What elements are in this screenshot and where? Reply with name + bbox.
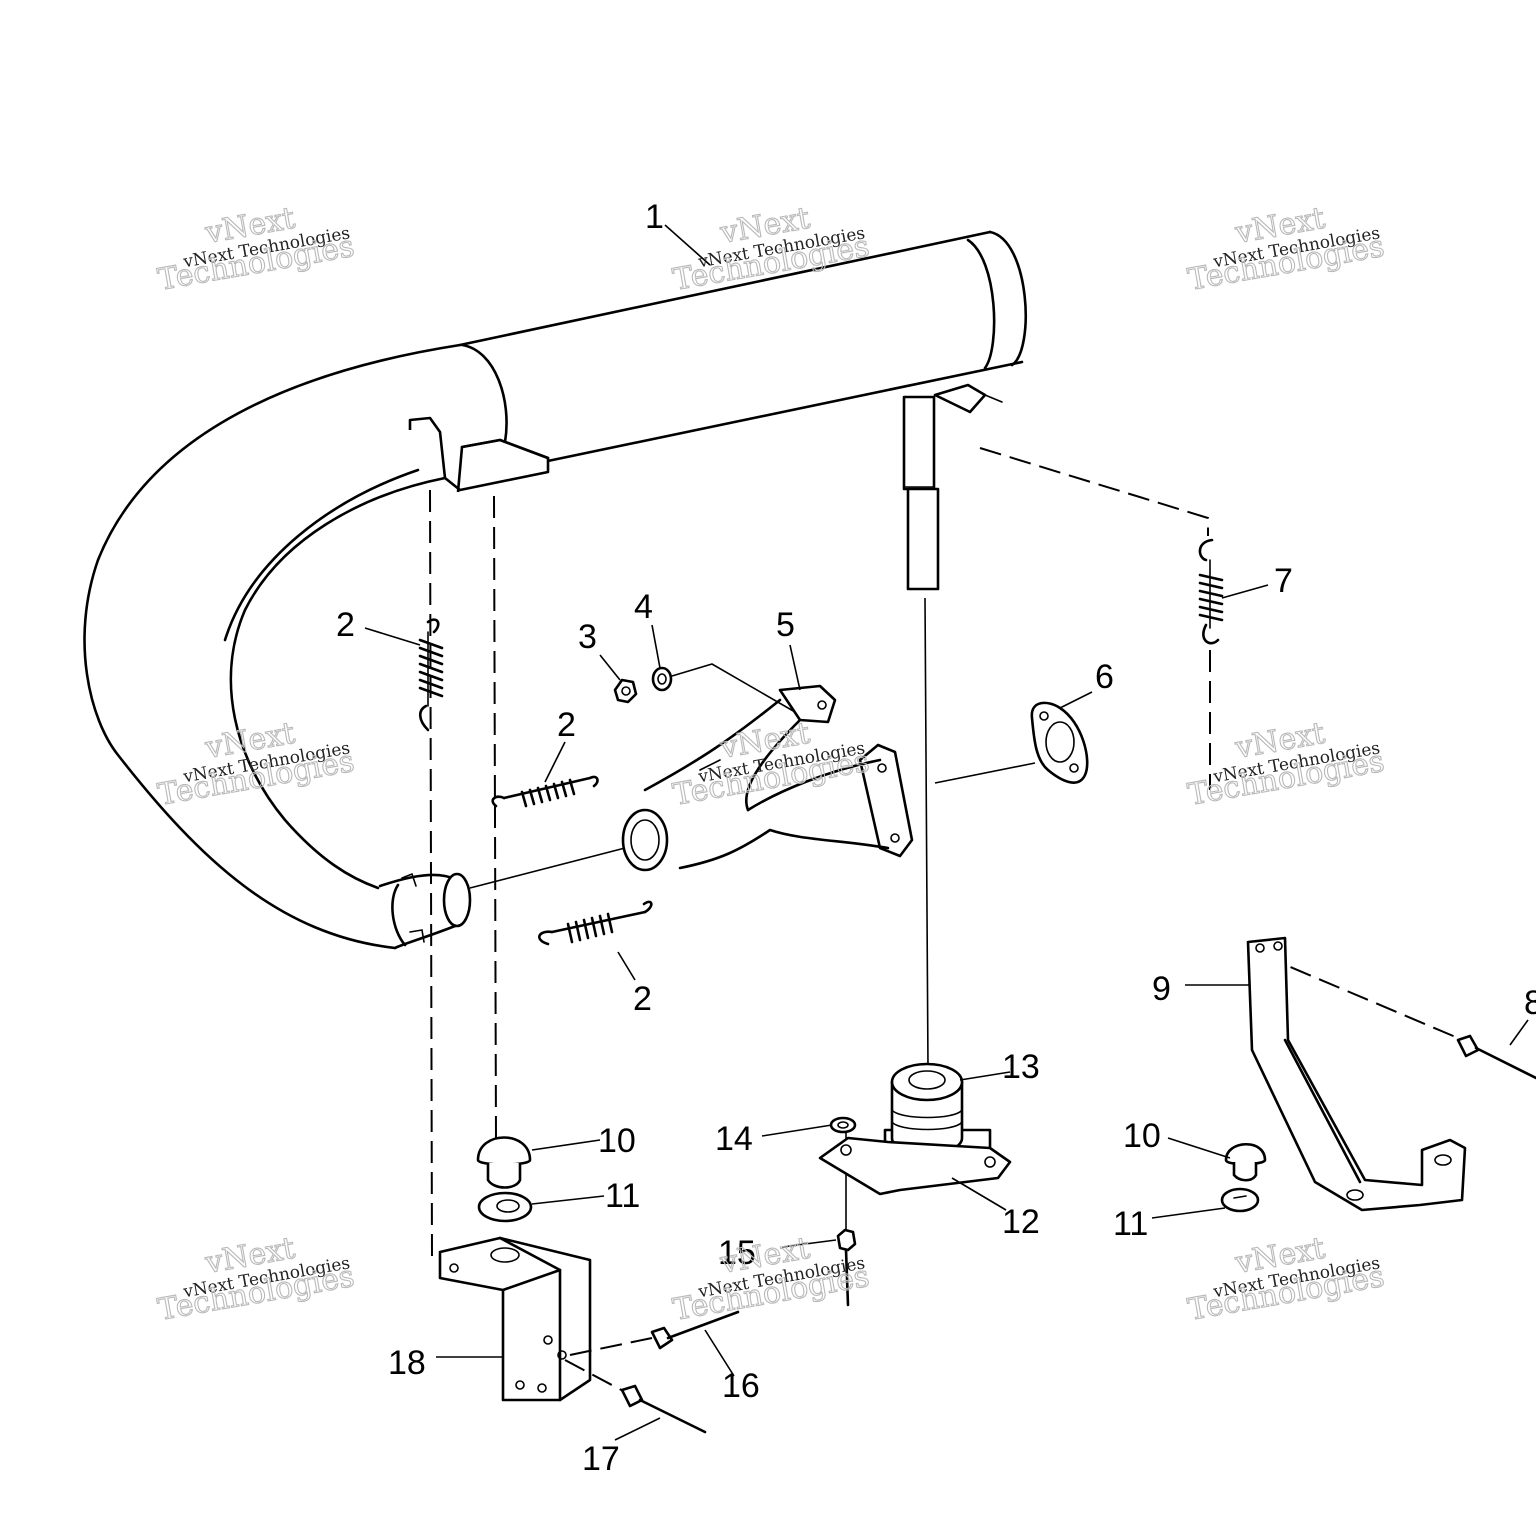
spring-7 [1198, 538, 1224, 645]
callout-17: 17 [582, 1440, 620, 1478]
spring-2-middle [491, 775, 599, 808]
bumper-10-left [476, 1136, 532, 1189]
callout-5: 5 [776, 606, 795, 644]
nut-3 [613, 678, 638, 704]
watermark-bottom-left: vNext vNext Technologies Technologies [155, 1230, 358, 1328]
callout-2c: 2 [633, 980, 652, 1018]
bracket-18 [438, 1236, 592, 1402]
bracket-9 [1246, 936, 1467, 1212]
callout-2a: 2 [336, 606, 355, 644]
callout-3: 3 [578, 618, 597, 656]
callout-11b: 11 [1113, 1205, 1148, 1243]
bumper-10-right [1224, 1142, 1267, 1182]
callout-leaders [364, 224, 1529, 1441]
watermark-top-right: vNext vNext Technologies Technologies [1185, 200, 1388, 298]
cable-17 [564, 1359, 707, 1434]
watermark-mid-left: vNext vNext Technologies Technologies [155, 715, 358, 813]
assembly-guide-lines [429, 447, 1459, 1261]
watermark-mid-right: vNext vNext Technologies Technologies [1185, 715, 1388, 813]
callout-10a: 10 [598, 1122, 636, 1160]
callout-18: 18 [388, 1344, 426, 1382]
callout-2b: 2 [557, 706, 576, 744]
gasket-6 [1030, 701, 1089, 784]
callout-11a: 11 [605, 1177, 640, 1215]
callout-16: 16 [722, 1367, 760, 1405]
washer-11-left [477, 1191, 533, 1223]
watermark-top-left: vNext vNext Technologies Technologies [155, 200, 358, 298]
spring-2-vertical [418, 618, 444, 732]
callout-10b: 10 [1123, 1117, 1161, 1155]
washer-4 [651, 663, 796, 713]
spring-2-lower [538, 900, 653, 946]
watermark-bottom-right: vNext vNext Technologies Technologies [1185, 1230, 1388, 1328]
y-pipe-manifold-5 [621, 684, 914, 872]
callout-15: 15 [718, 1234, 756, 1272]
muffler-assembly [83, 230, 1027, 950]
stud-15 [836, 1228, 857, 1307]
cable-8 [1456, 1034, 1536, 1080]
callout-12: 12 [1002, 1203, 1040, 1241]
callout-9: 9 [1152, 970, 1171, 1008]
callout-14: 14 [715, 1120, 753, 1158]
watermark-top-center: vNext vNext Technologies Technologies [670, 200, 873, 298]
callout-13: 13 [1002, 1048, 1040, 1086]
washer-11-right [1220, 1187, 1260, 1213]
callout-7: 7 [1274, 562, 1293, 600]
callout-labels: 1 2 2 2 3 4 5 6 7 8 9 10 10 11 11 12 13 … [336, 198, 1536, 1478]
callout-6: 6 [1095, 658, 1114, 696]
callout-1: 1 [645, 198, 664, 236]
mount-plate-12 [818, 1136, 1012, 1196]
cable-16 [569, 1310, 740, 1356]
callout-4: 4 [634, 588, 653, 626]
callout-8: 8 [1524, 984, 1536, 1022]
washer-14 [829, 1116, 857, 1134]
